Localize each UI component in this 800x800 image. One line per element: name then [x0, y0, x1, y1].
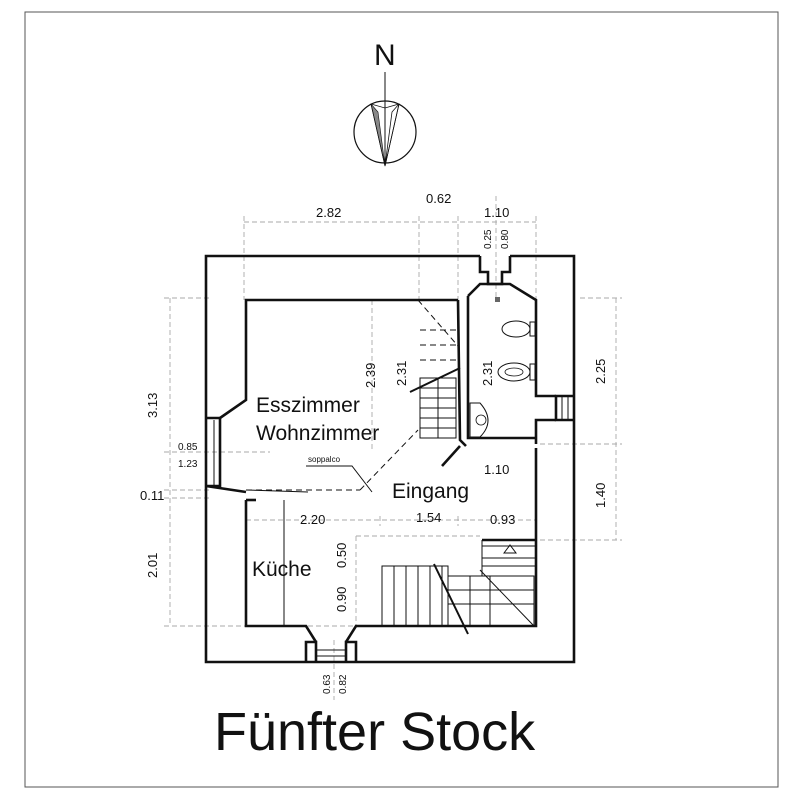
- room-label-dining: Esszimmer: [256, 394, 360, 417]
- room-label-kitchen: Küche: [252, 558, 312, 581]
- dim-bottom-b: 0.82: [338, 674, 349, 694]
- dim-mid-a: 2.20: [300, 512, 325, 527]
- lower-staircase: [381, 540, 536, 635]
- dim-top-small-b: 0.80: [500, 229, 511, 249]
- dim-top-c: 1.10: [484, 205, 509, 220]
- dim-left-gap: 0.11: [140, 488, 164, 503]
- dim-kitchen-a: 0.50: [334, 543, 349, 568]
- dim-stair-height-a: 2.39: [363, 363, 378, 388]
- loft-outline: [245, 299, 459, 626]
- dim-left-window-b: 1.23: [178, 459, 198, 470]
- dim-top-a: 2.82: [316, 205, 341, 220]
- loft-note: soppalco: [308, 455, 341, 464]
- dim-mid-c: 0.93: [490, 512, 515, 527]
- dim-stair-height-b: 2.31: [394, 361, 409, 386]
- page-title: Fünfter Stock: [214, 702, 536, 762]
- dim-top-b: 0.62: [426, 191, 451, 206]
- interior-walls: [205, 282, 556, 643]
- sink-icon: [469, 402, 489, 438]
- vent-icon: [495, 297, 500, 302]
- dim-entrance-width: 1.10: [484, 462, 509, 477]
- page-frame: [24, 11, 779, 788]
- dim-right-lower: 1.40: [593, 483, 608, 508]
- dim-left-window-a: 0.85: [178, 442, 198, 453]
- dim-bottom-a: 0.63: [322, 674, 333, 694]
- north-arrow-icon: [353, 72, 417, 167]
- dim-right-upper: 2.25: [593, 359, 608, 384]
- dim-left-lower: 2.01: [145, 553, 160, 578]
- dim-left-upper: 3.13: [145, 393, 160, 418]
- bidet-icon: [497, 362, 536, 382]
- windows: [213, 396, 569, 657]
- room-label-living: Wohnzimmer: [256, 422, 379, 445]
- upper-staircase: [409, 329, 461, 439]
- dim-top-small-a: 0.25: [483, 229, 494, 249]
- bathroom-fixtures: [469, 297, 536, 438]
- room-label-entrance: Eingang: [392, 480, 469, 503]
- dim-kitchen-b: 0.90: [334, 587, 349, 612]
- dimension-guides: [164, 196, 622, 700]
- dim-mid-b: 1.54: [416, 510, 441, 525]
- dim-bath-height: 2.31: [480, 361, 495, 386]
- toilet-icon: [501, 320, 536, 338]
- north-label: N: [374, 39, 396, 72]
